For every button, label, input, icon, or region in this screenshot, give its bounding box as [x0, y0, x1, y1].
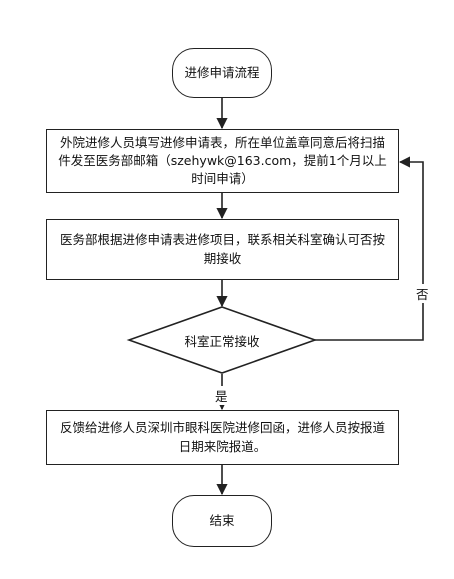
step-feedback-report-text: 反馈给进修人员深圳市眼科医院进修回函，进修人员按报道日期来院报道。	[59, 420, 385, 454]
end-label: 结束	[209, 512, 235, 528]
no-label: 否	[416, 284, 429, 303]
decision-diamond	[126, 306, 318, 374]
step-contact-department: 医务部根据进修申请表进修项目，联系相关科室确认可否按期接收	[46, 219, 399, 280]
step-feedback-report: 反馈给进修人员深圳市眼科医院进修回函，进修人员按报道日期来院报道。	[46, 410, 399, 465]
decision-label: 科室正常接收	[184, 334, 260, 349]
step-submit-application: 外院进修人员填写进修申请表，所在单位盖章同意后将扫描件发至医务部邮箱（szehy…	[46, 129, 399, 193]
step-contact-department-text: 医务部根据进修申请表进修项目，联系相关科室确认可否按期接收	[59, 232, 385, 266]
yes-label: 是	[215, 386, 228, 405]
start-terminal: 进修申请流程	[172, 48, 272, 98]
start-label: 进修申请流程	[184, 64, 260, 80]
step-submit-application-text: 外院进修人员填写进修申请表，所在单位盖章同意后将扫描件发至医务部邮箱（szehy…	[58, 134, 387, 187]
end-terminal: 结束	[172, 495, 272, 547]
arrow-decision-no-loop	[315, 156, 424, 341]
